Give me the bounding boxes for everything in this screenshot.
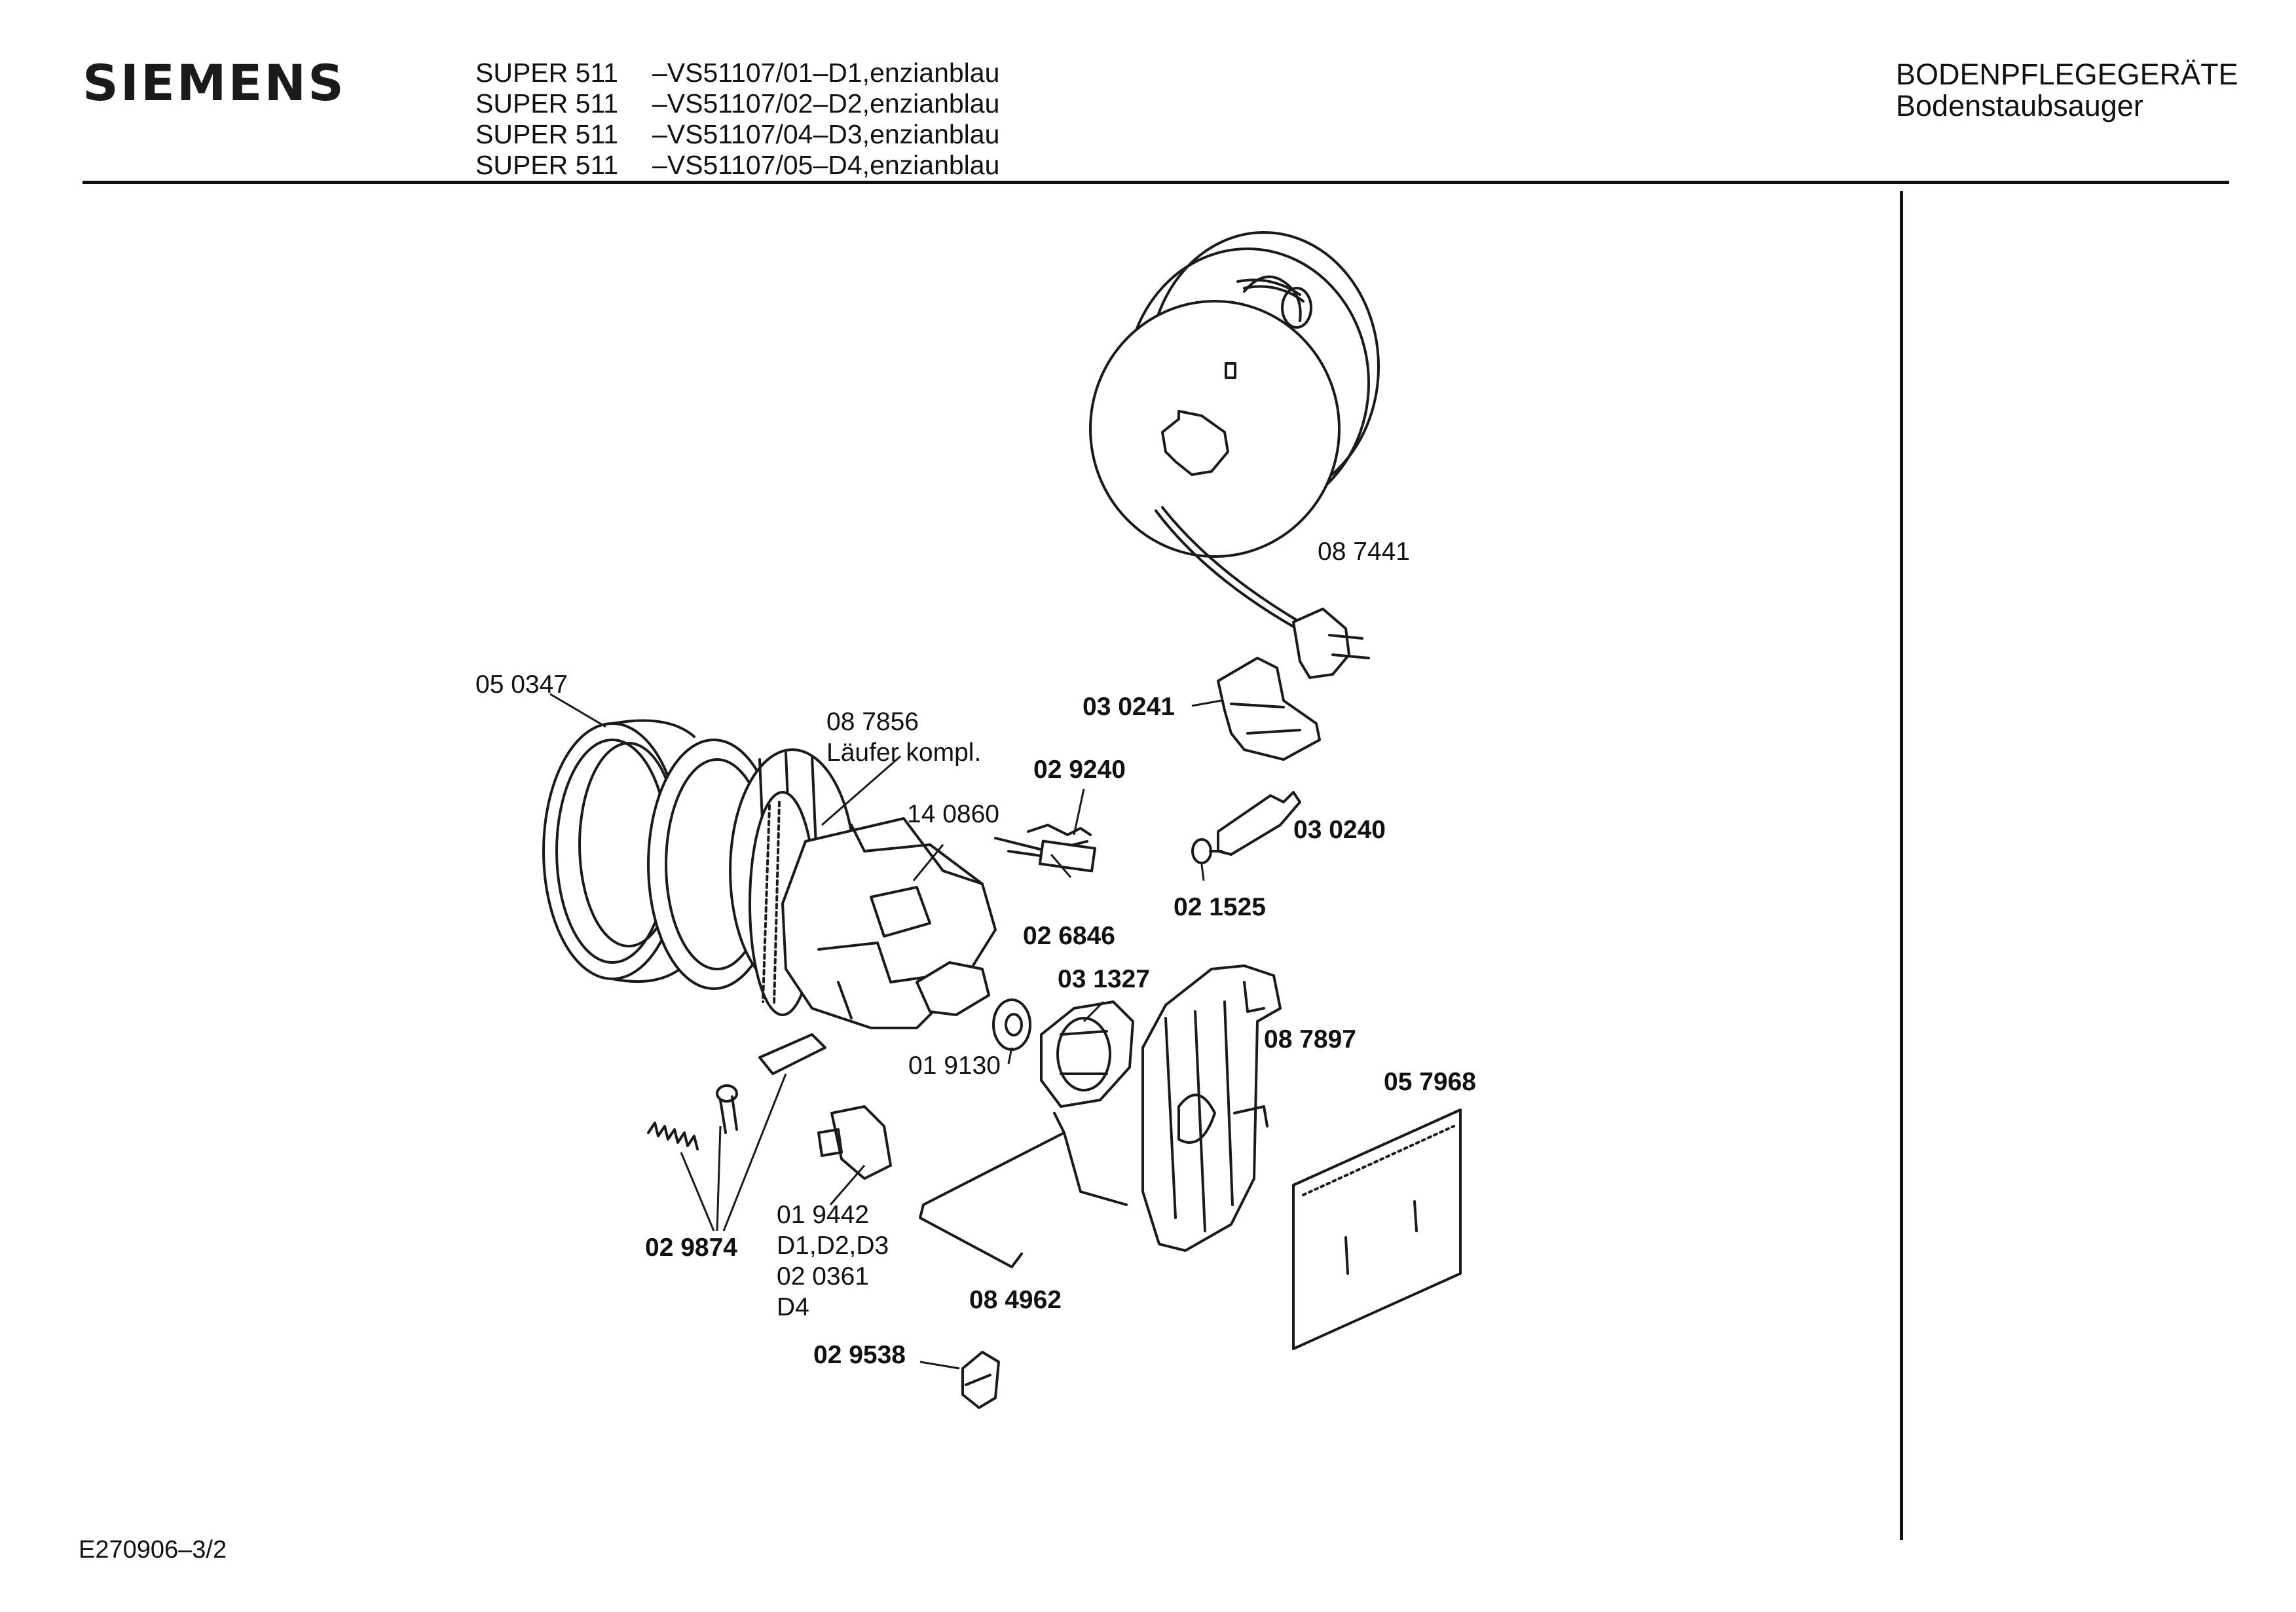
label-019442: 01 9442 <box>777 1201 869 1229</box>
clip-bracket-part <box>1191 791 1301 881</box>
category-heading: BODENPFLEGEGERÄTE Bodenstaubsauger <box>1896 59 2238 122</box>
label-140860: 14 0860 <box>907 800 999 828</box>
label-020361: 02 0361 <box>777 1262 869 1291</box>
filter-frame-part <box>1141 964 1282 1252</box>
label-030240: 03 0240 <box>1293 816 1386 844</box>
document-code: E270906–3/2 <box>79 1536 227 1564</box>
filter-pad-part <box>1292 1108 1462 1350</box>
header-divider <box>83 181 2229 184</box>
label-087856-desc: Läufer kompl. <box>826 739 981 767</box>
model-name: SUPER 511 <box>475 119 619 149</box>
label-050347: 05 0347 <box>475 670 568 699</box>
leader-lines <box>549 693 1222 1065</box>
model-variant: –VS51107/02–D2,enzianblau <box>652 88 1000 119</box>
model-row: SUPER 511 –VS51107/05–D4,enzianblau <box>475 150 999 181</box>
model-list: SUPER 511 –VS51107/01–D1,enzianblau SUPE… <box>475 58 999 181</box>
model-variant: –VS51107/04–D3,enzianblau <box>652 119 1000 149</box>
label-021525: 02 1525 <box>1174 893 1266 921</box>
category-subtitle: Bodenstaubsauger <box>1896 89 2143 122</box>
clip-part <box>919 1351 1000 1409</box>
label-019130: 01 9130 <box>908 1052 1001 1080</box>
label-029874: 02 9874 <box>645 1234 737 1262</box>
label-084962: 08 4962 <box>969 1286 1062 1314</box>
model-name: SUPER 511 <box>475 88 619 119</box>
side-divider <box>1900 191 1903 1540</box>
label-030241: 03 0241 <box>1083 693 1175 721</box>
label-020361-note: D4 <box>777 1293 809 1321</box>
carbon-brush-part <box>994 824 1096 873</box>
model-variant: –VS51107/01–D1,enzianblau <box>652 58 1000 88</box>
label-057968: 05 7968 <box>1384 1068 1476 1096</box>
model-row: SUPER 511 –VS51107/01–D1,enzianblau <box>475 58 999 88</box>
model-name: SUPER 511 <box>475 58 619 88</box>
brand-logo: SIEMENS <box>83 54 346 112</box>
model-name: SUPER 511 <box>475 150 619 180</box>
spring-pin-set-part <box>647 1033 826 1232</box>
cable-reel-part <box>1089 231 1380 679</box>
label-087856: 08 7856 <box>826 708 919 736</box>
category-title: BODENPFLEGEGERÄTE <box>1896 58 2238 91</box>
bracket-part <box>1217 657 1321 761</box>
label-031327: 03 1327 <box>1058 965 1150 993</box>
label-026846: 02 6846 <box>1023 922 1115 950</box>
switch-module-part <box>817 1105 892 1205</box>
ring-part <box>992 998 1031 1051</box>
label-029538: 02 9538 <box>813 1341 906 1369</box>
model-row: SUPER 511 –VS51107/02–D2,enzianblau <box>475 88 999 119</box>
wire-bracket-part <box>919 1112 1128 1268</box>
label-087897: 08 7897 <box>1264 1025 1356 1053</box>
model-row: SUPER 511 –VS51107/04–D3,enzianblau <box>475 119 999 150</box>
label-087441: 08 7441 <box>1318 538 1410 566</box>
rotor-assembly-part <box>749 791 997 1029</box>
label-019442-note: D1,D2,D3 <box>777 1232 889 1260</box>
fan-guard-part <box>1040 1000 1134 1108</box>
label-029240: 02 9240 <box>1033 756 1126 784</box>
model-variant: –VS51107/05–D4,enzianblau <box>652 150 1000 180</box>
